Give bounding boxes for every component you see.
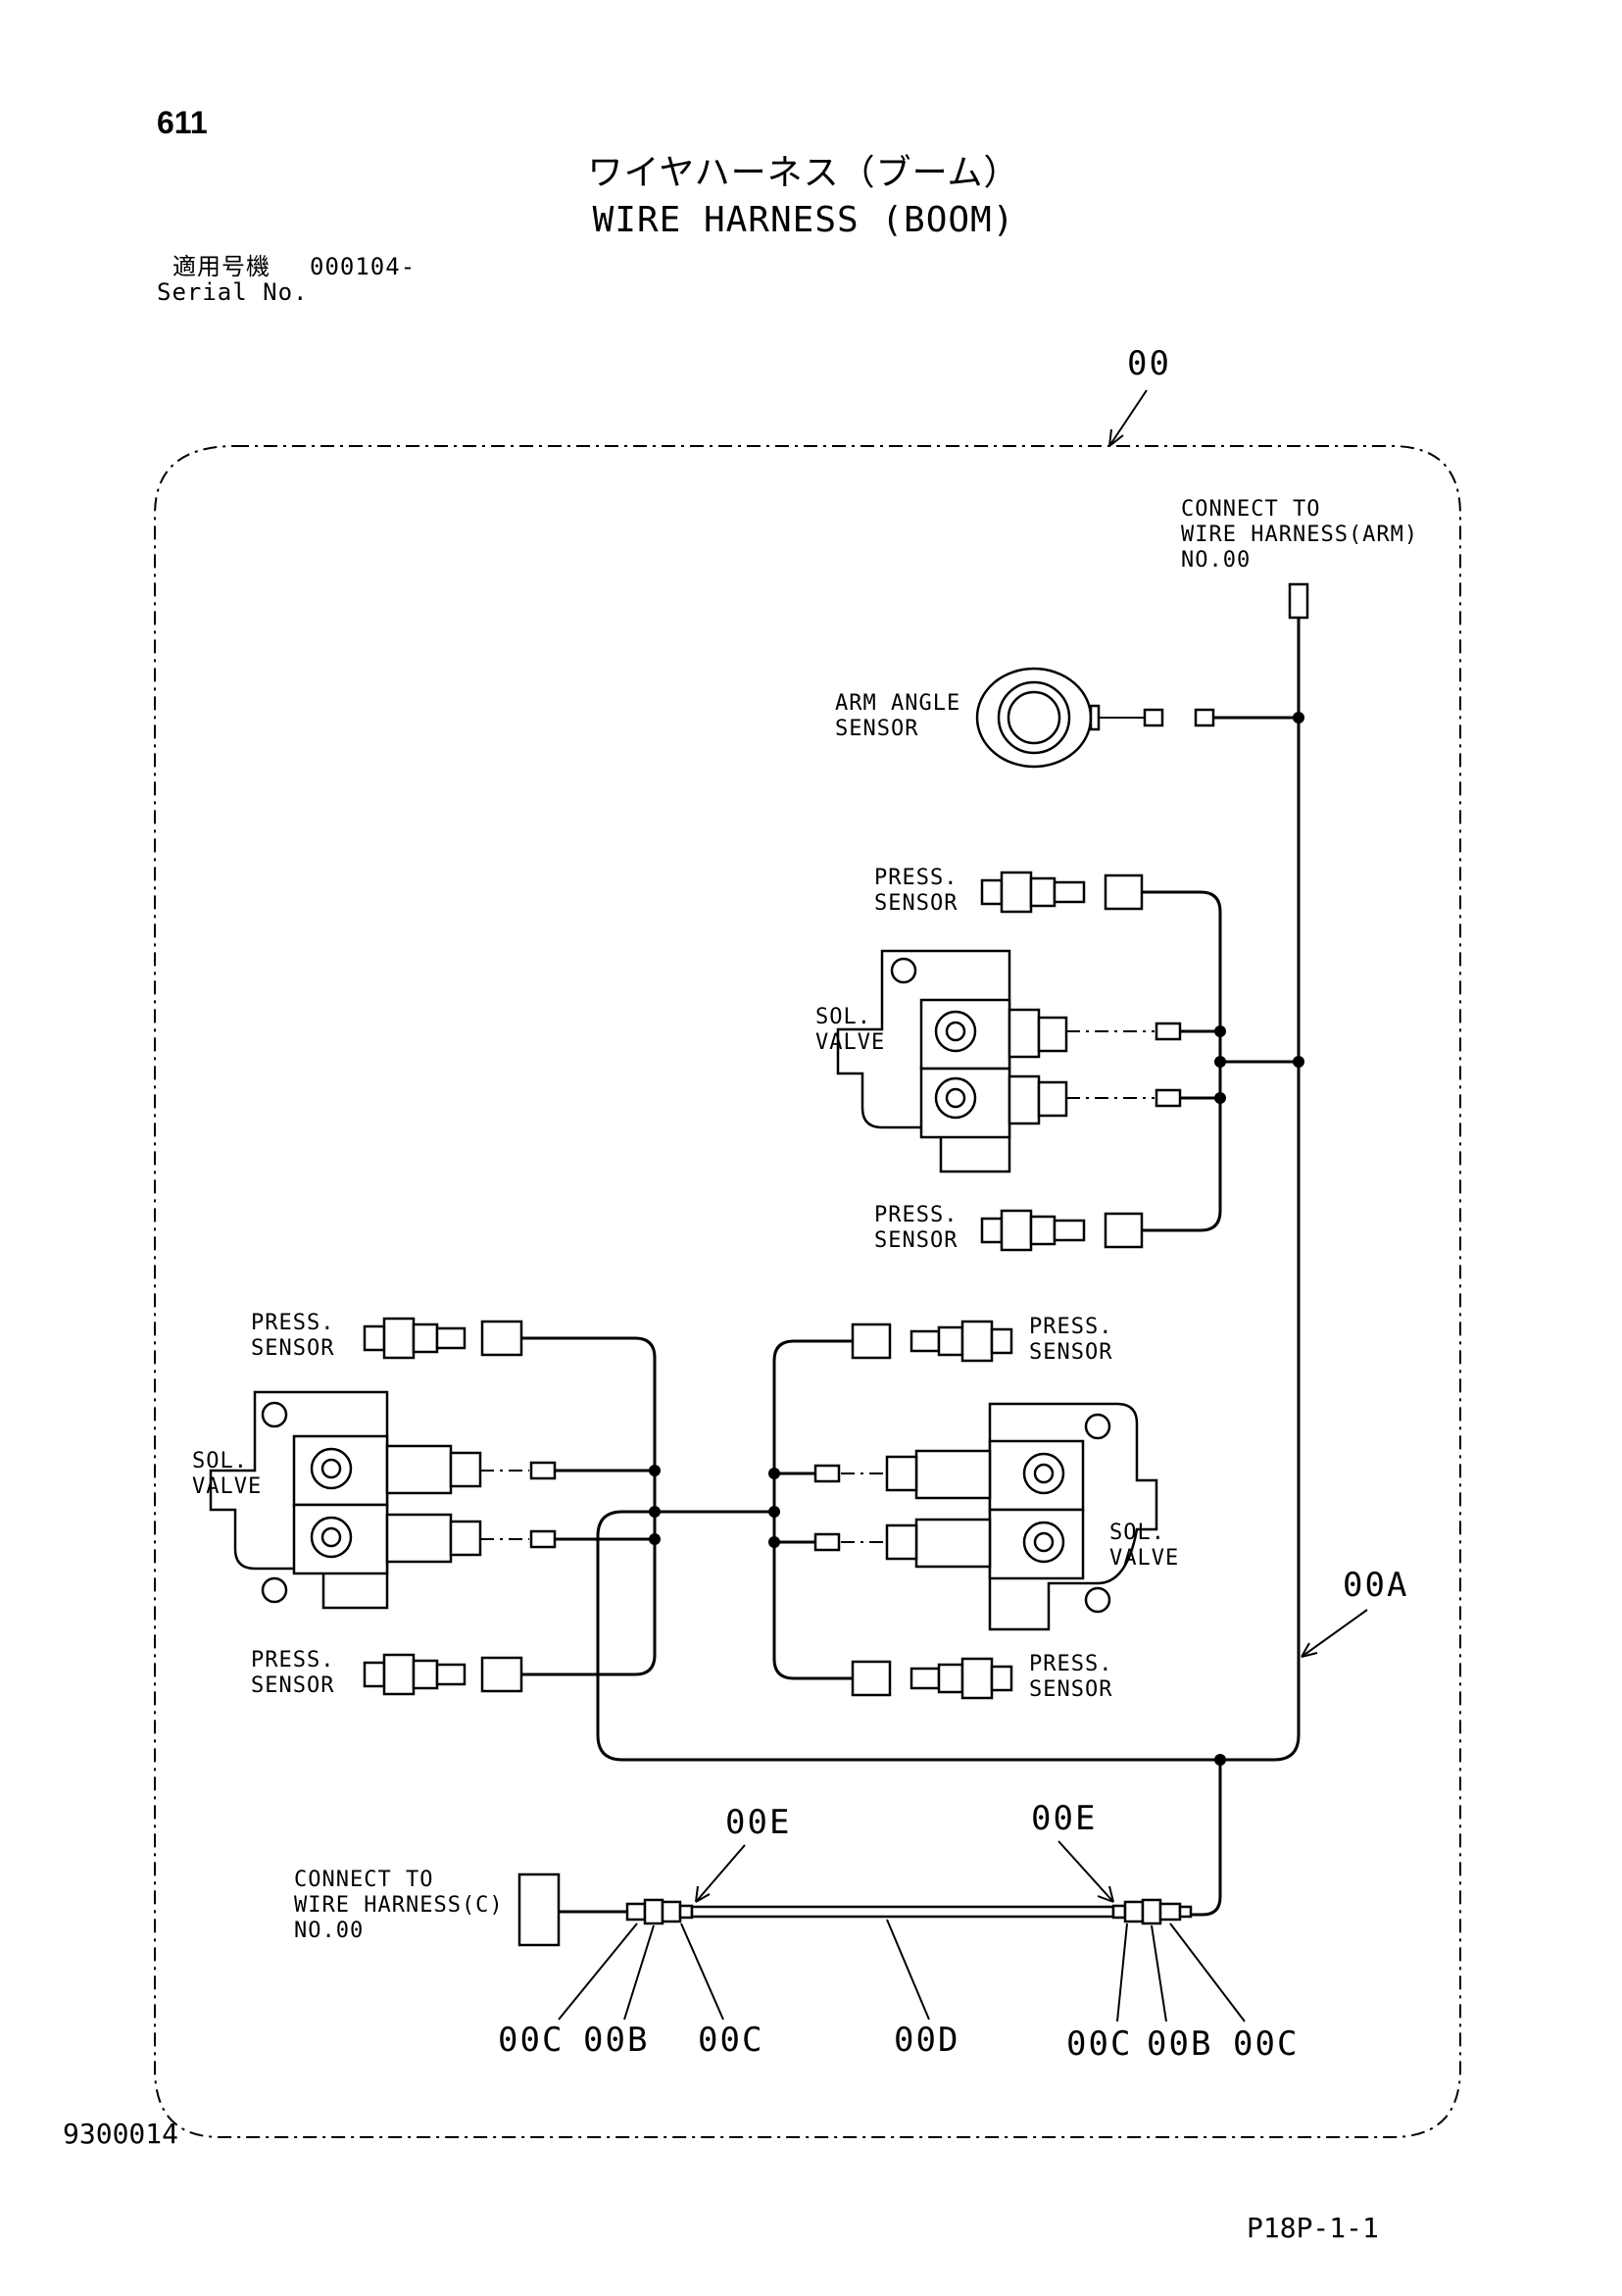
- lower-drop-wire: [1191, 1760, 1222, 1917]
- ref-00E-right-label: 00E: [1031, 1799, 1097, 1838]
- ref-00B-2: 00B: [1147, 2024, 1212, 2064]
- page-number: 611: [157, 105, 208, 140]
- title-japanese: ワイヤハーネス（ブーム）: [587, 153, 1019, 193]
- left-press-sensor-bottom: [363, 1653, 523, 1696]
- ref-00B-1: 00B: [583, 2021, 649, 2060]
- right-press-sensor-bottom: [851, 1657, 1013, 1700]
- right-branch-wire: [772, 1339, 853, 1680]
- left-sol-valve: [209, 1390, 482, 1610]
- connect-c-label-2: WIRE HARNESS(C): [294, 1893, 504, 1918]
- upper-press-bottom-label-1: PRESS.: [874, 1203, 958, 1227]
- ref-00A-label: 00A: [1343, 1566, 1408, 1605]
- left-valve-label: VALVE: [192, 1474, 262, 1499]
- left-press-bottom-label-1: PRESS.: [251, 1648, 334, 1672]
- right-valve-label: VALVE: [1109, 1546, 1179, 1571]
- connect-c-label-3: NO.00: [294, 1919, 364, 1943]
- connect-arm-label-2: WIRE HARNESS(ARM): [1181, 523, 1418, 547]
- ref-00E-right-leader: [1057, 1840, 1114, 1903]
- right-sol-valve: [885, 1402, 1158, 1631]
- ref-00E-left-leader: [695, 1844, 746, 1903]
- harness-c-connector: [517, 1872, 561, 1947]
- right-end-fittings: [1111, 1898, 1193, 1925]
- right-press-top-label-2: SENSOR: [1029, 1340, 1112, 1365]
- upper-sol-label: SOL.: [815, 1005, 871, 1029]
- bottom-leaders: [558, 1919, 1246, 2022]
- right-press-bottom-label-2: SENSOR: [1029, 1677, 1112, 1702]
- left-valve-plug-1: [529, 1461, 557, 1480]
- upper-press-sensor-bottom: [980, 1209, 1144, 1252]
- upper-valve-label: VALVE: [815, 1030, 885, 1055]
- right-press-sensor-top: [851, 1320, 1013, 1363]
- junction: [1214, 1754, 1226, 1766]
- footer-right-code: P18P-1-1: [1247, 2212, 1379, 2244]
- ref-00-label: 00: [1127, 344, 1171, 383]
- upper-sol-valve: [836, 949, 1068, 1173]
- ref-00C-2: 00C: [698, 2021, 763, 2060]
- upper-branch-wire: [1142, 890, 1222, 1232]
- arm-angle-label-2: SENSOR: [835, 717, 918, 741]
- upper-press-top-label-2: SENSOR: [874, 891, 958, 916]
- ref-00C-1: 00C: [498, 2021, 564, 2060]
- upper-valve-plug-1: [1155, 1022, 1182, 1041]
- arm-angle-receptacle: [1194, 708, 1215, 727]
- connect-c-label-1: CONNECT TO: [294, 1868, 433, 1892]
- upper-press-sensor-top: [980, 871, 1144, 914]
- serial-value: 000104-: [310, 253, 416, 280]
- ref-00C-4: 00C: [1233, 2024, 1299, 2064]
- ref-00A-leader: [1301, 1609, 1368, 1658]
- left-press-top-label-1: PRESS.: [251, 1311, 334, 1335]
- ref-00E-left-label: 00E: [725, 1803, 791, 1842]
- serial-label-english: Serial No.: [157, 278, 309, 306]
- harness-tube-00D: [690, 1905, 1115, 1919]
- junction: [1214, 1056, 1226, 1068]
- left-press-sensor-top: [363, 1317, 523, 1360]
- junction: [768, 1468, 780, 1479]
- arm-angle-plug: [1143, 708, 1164, 727]
- left-branch-wire: [521, 1336, 657, 1676]
- left-sol-label: SOL.: [192, 1449, 248, 1473]
- right-valve-plug-1: [813, 1464, 841, 1483]
- junction: [1214, 1092, 1226, 1104]
- ref-00A-arrow: [1301, 1642, 1318, 1658]
- ref-00E-left-arrow: [695, 1885, 711, 1903]
- junction: [1293, 712, 1304, 724]
- right-sol-label: SOL.: [1109, 1521, 1165, 1545]
- assembly-outline: [154, 445, 1461, 2138]
- left-press-bottom-label-2: SENSOR: [251, 1673, 334, 1698]
- connect-arm-label-1: CONNECT TO: [1181, 497, 1320, 522]
- left-end-fittings: [625, 1898, 694, 1925]
- ref-00-arrow: [1108, 428, 1124, 447]
- upper-press-bottom-label-2: SENSOR: [874, 1228, 958, 1253]
- junction: [1293, 1056, 1304, 1068]
- arm-harness-connector: [1288, 582, 1309, 620]
- junction: [649, 1465, 661, 1476]
- title-english: WIRE HARNESS (BOOM): [593, 200, 1015, 240]
- right-press-top-label-1: PRESS.: [1029, 1315, 1112, 1339]
- junction: [649, 1506, 661, 1518]
- left-valve-plug-2: [529, 1529, 557, 1549]
- left-press-top-label-2: SENSOR: [251, 1336, 334, 1361]
- ref-00C-3: 00C: [1066, 2024, 1132, 2064]
- connect-arm-label-3: NO.00: [1181, 548, 1251, 573]
- junction: [1214, 1025, 1226, 1037]
- serial-label-japanese: 適用号機: [172, 253, 270, 280]
- right-press-bottom-label-1: PRESS.: [1029, 1652, 1112, 1676]
- ref-00D: 00D: [894, 2021, 959, 2060]
- upper-press-top-label-1: PRESS.: [874, 866, 958, 890]
- ref-00-leader: [1108, 389, 1148, 447]
- main-trunk-wire: [596, 618, 1301, 1762]
- upper-valve-plug-2: [1155, 1088, 1182, 1108]
- arm-angle-label-1: ARM ANGLE: [835, 691, 960, 716]
- footer-left-code: 9300014: [63, 2118, 178, 2150]
- junction: [649, 1533, 661, 1545]
- right-valve-plug-2: [813, 1532, 841, 1552]
- ref-00E-right-arrow: [1097, 1885, 1114, 1903]
- junction: [768, 1536, 780, 1548]
- junction: [768, 1506, 780, 1518]
- arm-angle-sensor: [975, 667, 1101, 769]
